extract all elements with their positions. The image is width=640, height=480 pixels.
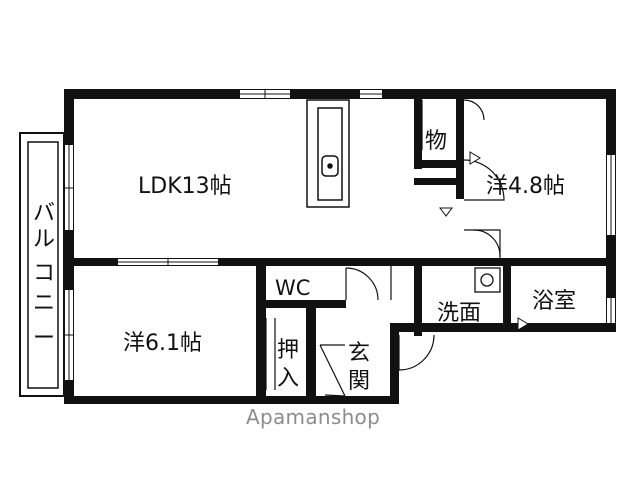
balcony-char: バ (33, 201, 55, 226)
balcony-label: バ ル コ ニ ー (33, 201, 55, 351)
label-wc: WC (275, 276, 310, 300)
label-closet-top: 押 (277, 338, 299, 363)
balcony-char: ル (33, 227, 55, 252)
label-entrance-top: 玄 (348, 341, 370, 366)
label-storage: 物 (425, 129, 447, 154)
step-markers (439, 151, 529, 331)
exterior-walls (64, 89, 616, 404)
watermark-text: Apamanshop (246, 405, 380, 429)
label-bathroom: 浴室 (532, 289, 576, 314)
label-western-small: 洋4.8帖 (486, 174, 565, 199)
doors (265, 99, 505, 397)
label-entrance-bottom: 関 (348, 369, 370, 394)
kitchen-counter (306, 99, 350, 208)
windows (64, 89, 615, 380)
label-closet-bottom: 入 (277, 366, 299, 391)
balcony-char: ー (33, 326, 55, 351)
balcony-char: ニ (33, 291, 55, 316)
balcony (19, 132, 65, 397)
interior-walls (74, 99, 606, 396)
washbasin (474, 267, 501, 293)
label-washroom: 洗面 (437, 301, 481, 326)
label-ldk: LDK13帖 (138, 174, 232, 199)
label-western-large: 洋6.1帖 (123, 331, 202, 356)
balcony-char: コ (33, 261, 55, 286)
